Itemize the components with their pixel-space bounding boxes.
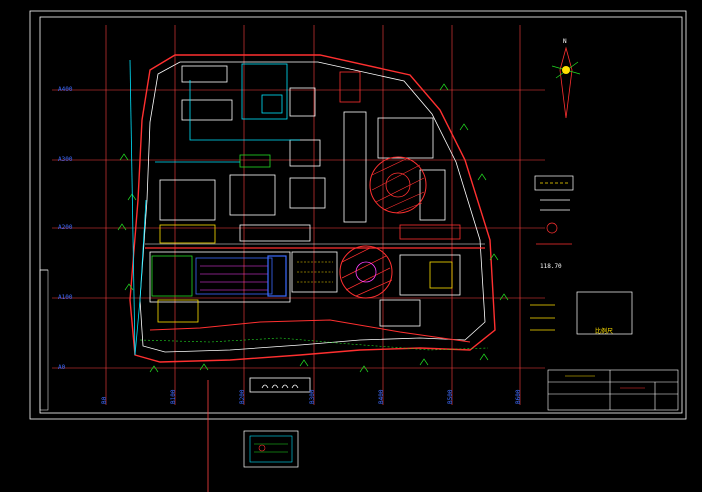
grid-col-label-b100: B100 [170,389,177,404]
elevation-note: 118.70 [540,263,562,270]
site-boundary [129,54,496,363]
grid-row-label-a200: A200 [58,224,73,231]
inner-frame [39,16,683,414]
grid-row-label-a300: A300 [58,156,73,163]
grid-col-label-b400: B400 [378,389,385,404]
north-arrow-icon [551,46,581,119]
grid-col-label-b600: B600 [515,389,522,404]
grid-row-label-a100: A100 [58,294,73,301]
detail-thumbnail [243,430,299,468]
grid-col-label-b500: B500 [447,389,454,404]
buildings-north [159,63,461,244]
title-block [547,369,679,411]
arch-symbols [249,377,311,393]
legend-block [530,175,633,335]
grid-col-label-b0: B0 [101,396,108,404]
north-label: N [563,38,567,45]
grid-row-label-a400: A400 [58,86,73,93]
hatched-circle-icon [339,156,427,299]
treatment-basins [149,251,461,327]
grid-row-label-a0: A0 [58,364,66,371]
left-margin-strip [39,269,49,411]
pipeline [129,59,300,356]
grid-col-label-b300: B300 [309,389,316,404]
coordinate-grid [52,25,545,405]
grid-col-label-b200: B200 [239,389,246,404]
outer-frame [29,10,687,420]
legend-note: 比例尺 [595,328,614,335]
